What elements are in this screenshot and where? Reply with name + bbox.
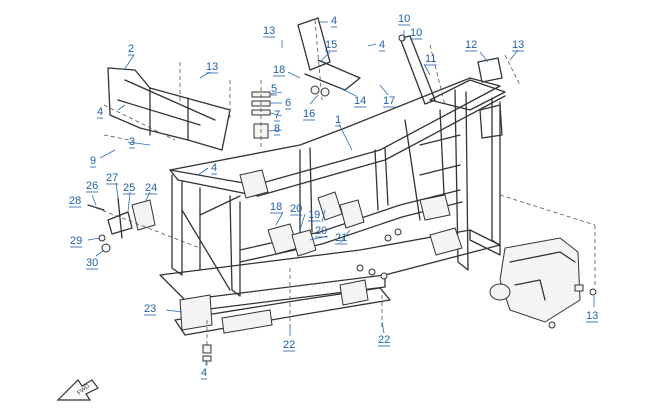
callout-4: 4 bbox=[379, 39, 385, 51]
airbox bbox=[489, 237, 597, 329]
stay-rod bbox=[398, 34, 436, 105]
rear-hangers bbox=[384, 194, 463, 256]
callout-4: 4 bbox=[331, 15, 337, 27]
callout-4: 4 bbox=[97, 106, 103, 118]
callout-15: 15 bbox=[325, 39, 337, 51]
front-rack bbox=[107, 67, 231, 151]
callout-17: 17 bbox=[383, 95, 395, 107]
callout-4: 4 bbox=[211, 162, 217, 174]
callout-10: 10 bbox=[410, 27, 422, 39]
callout-23: 23 bbox=[144, 303, 156, 315]
callout-4: 4 bbox=[201, 367, 207, 379]
callout-20: 20 bbox=[315, 225, 327, 237]
callout-13: 13 bbox=[263, 25, 275, 37]
callout-22: 22 bbox=[378, 334, 390, 346]
callout-10: 10 bbox=[398, 13, 410, 25]
callout-18: 18 bbox=[273, 64, 285, 76]
callout-29: 29 bbox=[70, 235, 82, 247]
callout-11: 11 bbox=[425, 53, 436, 65]
callout-12: 12 bbox=[465, 39, 477, 51]
callout-labels: 4 10 10 13 15 4 2 13 18 11 12 13 5 6 14 … bbox=[69, 13, 599, 380]
spacer-stack bbox=[251, 80, 271, 150]
steering-bracket bbox=[297, 17, 361, 97]
callout-2: 2 bbox=[128, 43, 134, 55]
callout-9: 9 bbox=[90, 155, 96, 167]
bottom-bolt bbox=[202, 320, 212, 365]
callout-18: 18 bbox=[270, 201, 282, 213]
callout-30: 30 bbox=[86, 257, 98, 269]
callout-16: 16 bbox=[303, 108, 315, 120]
callout-26: 26 bbox=[86, 180, 98, 192]
callout-13: 13 bbox=[586, 310, 598, 322]
callout-13: 13 bbox=[206, 61, 218, 73]
callout-25: 25 bbox=[123, 182, 135, 194]
callout-27: 27 bbox=[106, 172, 118, 184]
callout-leaders bbox=[87, 21, 595, 366]
callout-19: 19 bbox=[308, 209, 320, 221]
callout-8: 8 bbox=[274, 123, 280, 135]
callout-21: 21 bbox=[335, 232, 347, 244]
callout-22: 22 bbox=[283, 339, 295, 351]
callout-24: 24 bbox=[145, 182, 157, 194]
callout-6: 6 bbox=[285, 97, 291, 109]
callout-14: 14 bbox=[354, 95, 366, 107]
callout-3: 3 bbox=[129, 136, 135, 148]
callout-7: 7 bbox=[274, 109, 280, 121]
callout-28: 28 bbox=[69, 195, 81, 207]
brake-parts bbox=[87, 197, 201, 253]
callout-1: 1 bbox=[335, 114, 341, 126]
callout-13: 13 bbox=[512, 39, 524, 51]
engine-mounts bbox=[239, 169, 365, 257]
lower-brackets bbox=[179, 264, 388, 334]
callout-20: 20 bbox=[290, 203, 302, 215]
callout-5: 5 bbox=[271, 83, 277, 95]
rear-bracket bbox=[477, 57, 503, 139]
front-arrow-icon: FWD bbox=[56, 379, 99, 401]
